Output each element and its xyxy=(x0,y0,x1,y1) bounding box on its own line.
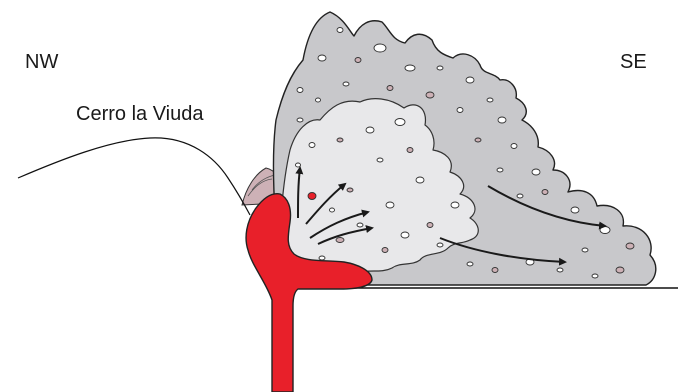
clast xyxy=(457,108,463,113)
clast xyxy=(374,44,386,52)
clast xyxy=(401,232,409,238)
clast xyxy=(600,227,610,234)
clast xyxy=(330,208,335,212)
clast xyxy=(336,238,344,243)
clast xyxy=(582,248,588,252)
clast xyxy=(426,92,434,98)
clast xyxy=(427,223,433,228)
clast xyxy=(337,138,343,142)
clast xyxy=(357,223,363,227)
clast xyxy=(437,243,443,247)
terrain-profile-line xyxy=(18,138,250,215)
northwest-label: NW xyxy=(25,52,58,72)
clast xyxy=(347,188,353,192)
clast xyxy=(475,138,481,142)
clast xyxy=(592,274,598,278)
clast xyxy=(296,163,301,167)
clast xyxy=(395,119,405,126)
clast xyxy=(318,55,326,61)
clast xyxy=(407,148,413,153)
clast xyxy=(467,262,473,266)
clast xyxy=(451,202,459,208)
clast xyxy=(308,193,316,200)
clast xyxy=(405,65,415,71)
clast xyxy=(297,118,303,122)
clast xyxy=(542,190,548,195)
clast xyxy=(487,98,493,102)
clast xyxy=(571,207,579,213)
clast xyxy=(517,194,523,198)
clast xyxy=(466,77,474,83)
clast xyxy=(387,86,393,91)
southeast-label: SE xyxy=(620,52,647,72)
clast xyxy=(309,143,315,148)
clast xyxy=(386,202,394,208)
clast xyxy=(297,88,303,93)
cerro-la-viuda-label: Cerro la Viuda xyxy=(76,104,203,124)
clast xyxy=(319,256,325,260)
clast xyxy=(377,158,383,162)
clast xyxy=(343,82,349,86)
clast xyxy=(337,28,343,33)
clast xyxy=(498,117,506,123)
clast xyxy=(616,267,624,273)
clast xyxy=(557,268,563,272)
clast xyxy=(437,66,443,70)
clast xyxy=(366,127,374,133)
clast xyxy=(497,168,503,172)
clast xyxy=(382,248,388,253)
clast xyxy=(511,144,517,149)
clast xyxy=(532,169,540,175)
clast xyxy=(492,268,498,273)
clast xyxy=(416,177,424,183)
clast xyxy=(355,58,361,63)
clast xyxy=(626,243,634,249)
clast xyxy=(316,98,321,102)
